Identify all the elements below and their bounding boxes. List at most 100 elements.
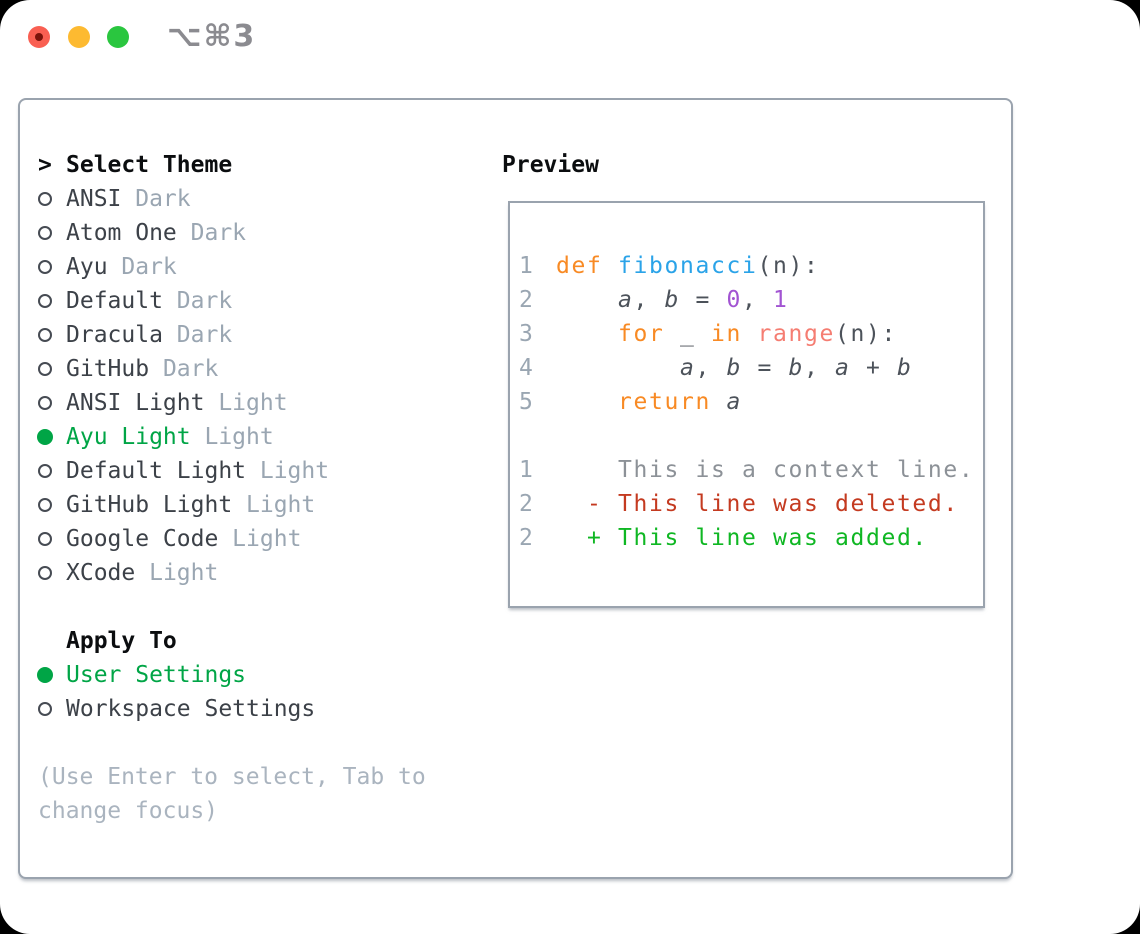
theme-option[interactable]: Google Code Light: [38, 522, 438, 556]
code-line: 2 + This line was added.: [519, 521, 983, 555]
code-token-var: a: [834, 355, 851, 381]
radio-unselected-icon: [38, 328, 66, 342]
code-token-plain: [556, 317, 618, 351]
theme-option[interactable]: ANSI Dark: [38, 182, 438, 216]
radio-unselected-icon: [38, 464, 66, 478]
code-token-plain: [711, 385, 727, 419]
radio-unselected-icon: [38, 532, 66, 546]
titlebar: ⌥⌘3: [0, 0, 1140, 74]
radio-unselected-icon: [38, 396, 66, 410]
option-variant-label: Dark: [149, 356, 219, 382]
theme-option[interactable]: XCode Light: [38, 556, 438, 590]
radio-unselected-icon: [38, 294, 66, 308]
code-line: 1 This is a context line.: [519, 453, 983, 487]
code-token-plain: (n):: [835, 321, 897, 347]
option-label: Google Code: [66, 526, 219, 552]
preview-box: 1 def fibonacci (n): 2 a, b = 0, 1 3 for _ i…: [508, 201, 985, 608]
radio-unselected-icon: [38, 192, 66, 206]
option-variant-label: Light: [204, 390, 288, 416]
option-variant-label: Light: [190, 424, 274, 450]
code-line: 4 a, b = b, a + b: [519, 351, 983, 385]
spacer: [38, 590, 438, 624]
option-label: Default Light: [66, 458, 247, 484]
code-token-plain: =: [741, 355, 789, 381]
radio-unselected-icon: [38, 260, 66, 274]
code-token-keyword: in: [711, 321, 742, 347]
code-line: 2 - This line was deleted.: [519, 487, 983, 521]
code-token-var: a: [679, 355, 696, 381]
code-token-added: + This line was added.: [556, 525, 928, 551]
apply-to-option[interactable]: Workspace Settings: [38, 692, 438, 726]
option-label: User Settings: [66, 662, 247, 688]
option-variant-label: Dark: [162, 322, 233, 348]
apply-to-option[interactable]: User Settings: [37, 658, 438, 692]
code-token-plain: [556, 283, 618, 317]
line-number: 2: [519, 525, 535, 551]
code-token-plain: ,: [633, 287, 665, 313]
option-label: Ayu Light: [66, 424, 191, 450]
option-label: GitHub: [66, 356, 150, 382]
code-token-var: b: [896, 355, 913, 381]
option-label: Atom One: [66, 220, 177, 246]
code-token-var: b: [726, 355, 742, 381]
option-variant-label: Light: [135, 560, 219, 586]
option-label: ANSI: [66, 186, 122, 212]
code-token-var: a: [618, 287, 634, 313]
code-line: 5 return a: [519, 385, 983, 419]
radio-unselected-icon: [38, 498, 66, 512]
option-variant-label: Dark: [121, 186, 191, 212]
theme-option[interactable]: Default Dark: [38, 284, 438, 318]
code-token-plain: ,: [803, 355, 835, 381]
minimize-button[interactable]: [68, 26, 90, 48]
option-variant-label: Dark: [162, 288, 233, 314]
radio-unselected-icon: [38, 702, 66, 716]
theme-option[interactable]: Default Light Light: [38, 454, 438, 488]
option-label: XCode: [66, 560, 136, 586]
code-token-function: fibonacci: [618, 253, 758, 279]
code-token-keyword: def: [556, 253, 618, 279]
code-line: 3 for _ in range(n):: [519, 317, 983, 351]
code-token-plain: _: [664, 321, 711, 347]
hint-text: (Use Enter to select, Tab to change focu…: [38, 764, 426, 824]
theme-option[interactable]: GitHub Light Light: [38, 488, 438, 522]
code-token-plain: [556, 385, 618, 419]
theme-option[interactable]: Atom One Dark: [38, 216, 438, 250]
code-token-builtin: range: [757, 321, 835, 347]
theme-option[interactable]: ANSI Light Light: [38, 386, 438, 420]
option-variant-label: Dark: [176, 220, 247, 246]
radio-unselected-icon: [38, 362, 66, 376]
code-token-keyword: for: [618, 321, 665, 347]
code-token-plain: +: [850, 355, 897, 381]
radio-unselected-icon: [38, 226, 66, 240]
line-number: 3: [519, 321, 535, 347]
option-variant-label: Dark: [107, 254, 177, 280]
line-number: [519, 419, 556, 453]
theme-option[interactable]: Ayu Dark: [38, 250, 438, 284]
theme-option[interactable]: Dracula Dark: [38, 318, 438, 352]
code-line: [519, 419, 983, 453]
theme-option[interactable]: GitHub Dark: [38, 352, 438, 386]
close-button[interactable]: [28, 26, 50, 48]
theme-list-title: Select Theme: [66, 152, 233, 178]
code-token-plain: ,: [695, 355, 727, 381]
radio-unselected-icon: [38, 566, 66, 580]
cursor-caret-icon: >: [38, 152, 52, 178]
code-token-number: 1: [773, 287, 789, 313]
option-label: Dracula: [66, 322, 163, 348]
option-variant-label: Light: [218, 526, 302, 552]
code-token-context: This is a context line.: [556, 457, 975, 483]
theme-option[interactable]: Ayu Light Light: [37, 420, 438, 454]
code-token-keyword: return: [618, 389, 711, 415]
maximize-button[interactable]: [107, 26, 129, 48]
code-token-plain: ,: [742, 287, 773, 313]
code-token-deleted: - This line was deleted.: [556, 491, 959, 517]
code-token-var: a: [726, 389, 742, 415]
code-token-number: 0: [726, 287, 742, 313]
code-token-plain: [556, 351, 680, 385]
line-number: 1: [519, 253, 535, 279]
